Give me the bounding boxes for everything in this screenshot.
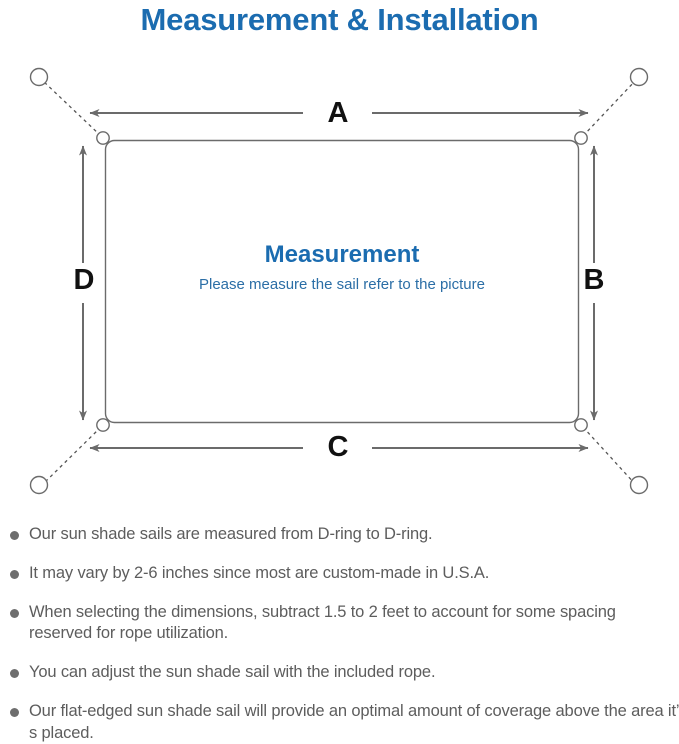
note-text: When selecting the dimensions, subtract … <box>29 602 616 643</box>
sail-diagram: A B C D Measurement Please measure the s… <box>0 48 679 518</box>
page-title: Measurement & Installation <box>140 2 539 37</box>
anchor-point-top-left <box>29 67 49 87</box>
anchor-point-bottom-left <box>29 475 49 495</box>
rope-top-right <box>582 79 637 137</box>
note-text: You can adjust the sun shade sail with t… <box>29 663 436 682</box>
list-item: You can adjust the sun shade sail with t… <box>0 662 679 684</box>
d-ring-top-right <box>574 131 588 145</box>
note-text: Our sun shade sails are measured from D-… <box>29 525 433 543</box>
diagram-center-subtitle: Please measure the sail refer to the pic… <box>199 276 485 293</box>
sail-diagram-svg <box>29 67 649 495</box>
list-item: Our sun shade sails are measured from D-… <box>0 524 679 546</box>
sail-body <box>104 139 580 424</box>
dimension-label-b: B <box>583 264 605 296</box>
list-item: When selecting the dimensions, subtract … <box>0 602 679 646</box>
notes-list: Our sun shade sails are measured from D-… <box>0 524 679 744</box>
note-text: Our flat-edged sun shade sail will provi… <box>29 701 679 742</box>
bullet-icon <box>10 531 19 540</box>
anchor-point-bottom-right <box>629 475 649 495</box>
rope-bottom-right <box>582 426 637 486</box>
dimension-label-d: D <box>73 264 95 296</box>
dimension-label-c: C <box>327 431 349 463</box>
bullet-icon <box>10 608 19 618</box>
d-ring-top-left <box>96 131 110 145</box>
diagram-center-title: Measurement <box>264 241 420 268</box>
rope-top-left <box>41 79 102 137</box>
bullet-icon <box>10 707 19 717</box>
note-text: It may vary by 2-6 inches since most are… <box>29 563 490 582</box>
d-ring-bottom-right <box>574 418 588 432</box>
list-item: It may vary by 2-6 inches since most are… <box>0 563 679 585</box>
bullet-icon <box>10 669 19 679</box>
rope-bottom-left <box>41 426 102 486</box>
anchor-point-top-right <box>629 67 649 87</box>
dimension-label-a: A <box>327 97 349 129</box>
d-ring-bottom-left <box>96 418 110 432</box>
list-item: Our flat-edged sun shade sail will provi… <box>0 701 679 744</box>
bullet-icon <box>10 569 19 579</box>
